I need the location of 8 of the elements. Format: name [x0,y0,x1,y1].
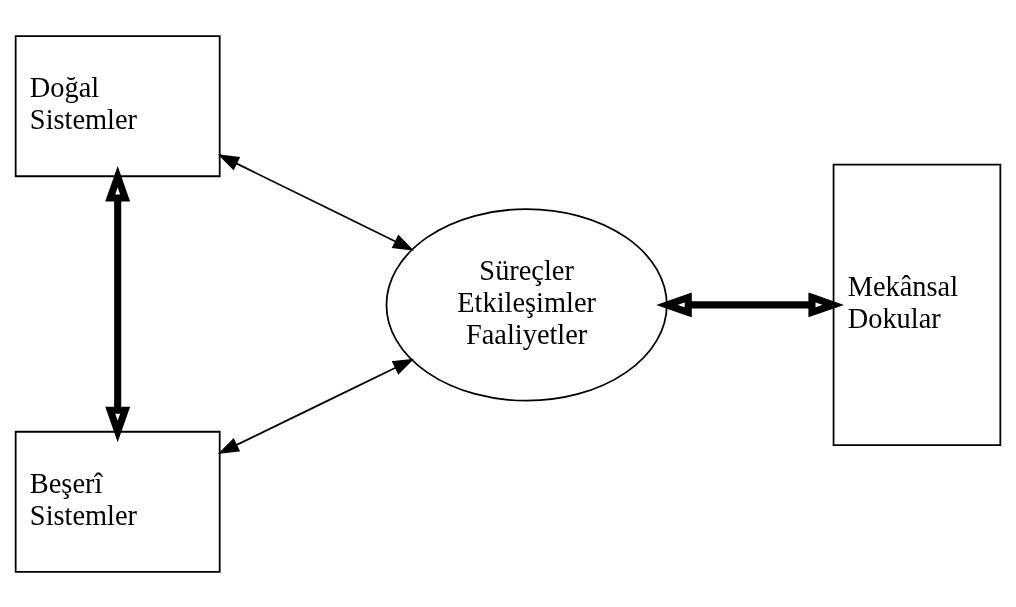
node-box: Mekânsal Dokular [832,163,1002,446]
arrow [105,165,131,442]
arrow [217,358,415,454]
arrow [656,291,844,317]
arrow [217,153,415,251]
node-box: Beşerî Sistemler [14,430,221,573]
node-ellipse: Süreçler Etkileşimler Faaliyetler [385,207,668,402]
node-box: Doğal Sistemler [14,34,221,177]
